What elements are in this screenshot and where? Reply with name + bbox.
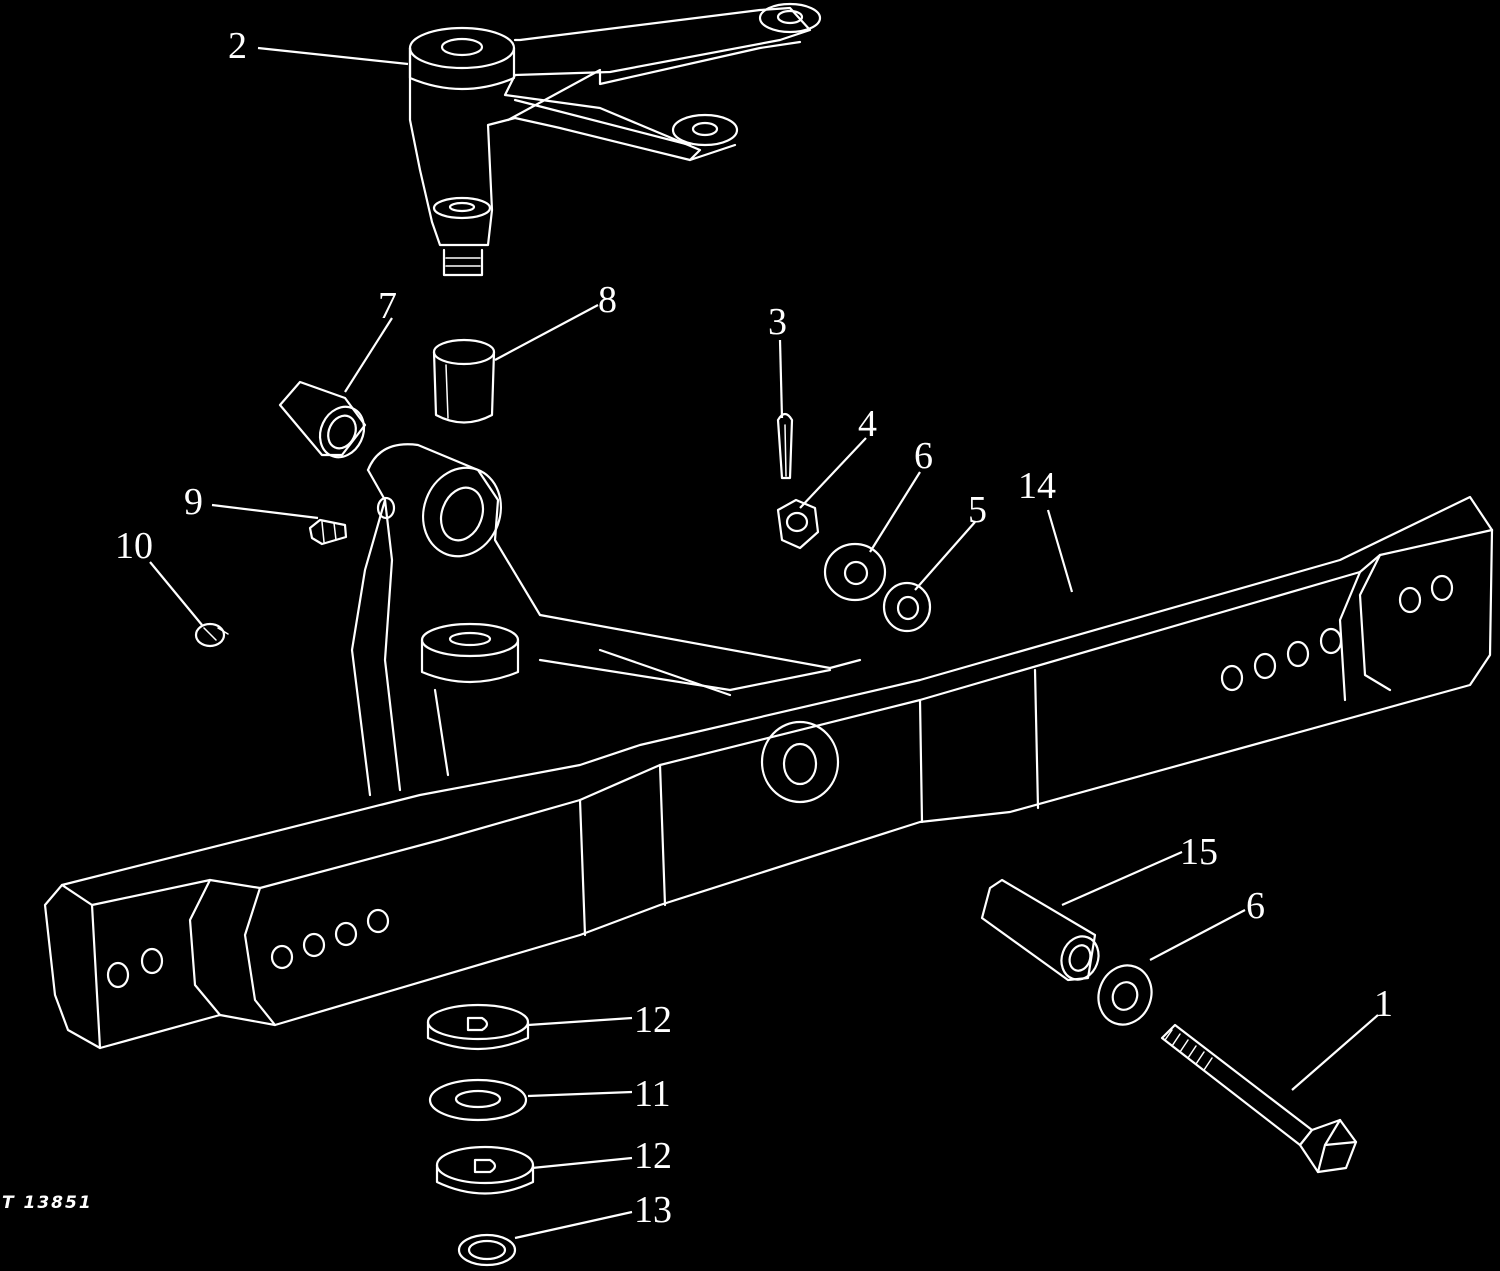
callout-7: 7 [378,285,397,327]
castle-nut [776,498,820,550]
figure-id: T 13851 [2,1193,93,1213]
bushing-upright [432,338,496,424]
cotter-pin [776,412,794,480]
callout-11: 11 [634,1073,671,1115]
axle-beam [43,495,1494,1050]
leader-lines [149,46,1379,1240]
washer-lower [1097,964,1153,1026]
callout-5: 5 [968,489,987,531]
callout-labels: 2 7 8 3 4 6 5 14 9 10 15 6 1 12 11 12 13 [115,25,1393,1231]
bolt [1160,1023,1358,1174]
callout-1: 1 [1374,983,1393,1025]
callout-4: 4 [858,403,877,445]
callout-10: 10 [115,525,153,567]
callout-15: 15 [1180,831,1218,873]
spacer-lower [435,1145,535,1195]
snap-ring [457,1233,517,1267]
callout-14: 14 [1018,465,1056,507]
callout-2: 2 [228,25,247,67]
pivot-pin [980,878,1100,982]
spindle-bracket [350,443,862,797]
callout-13: 13 [634,1189,672,1231]
callout-6-upper: 6 [914,435,933,477]
callout-6-lower: 6 [1246,885,1265,927]
callout-3: 3 [768,301,787,343]
steering-arm [408,2,822,277]
spacer-upper [426,1003,530,1051]
grease-fitting-small [194,622,229,648]
grease-fitting [308,518,348,546]
bushing [278,380,367,459]
washer-small [882,581,932,633]
callout-8: 8 [598,279,617,321]
washer-upper [823,542,887,602]
callout-12-lower: 12 [634,1135,672,1177]
callout-12-upper: 12 [634,999,672,1041]
thrust-washer [428,1078,528,1122]
callout-9: 9 [184,481,203,523]
